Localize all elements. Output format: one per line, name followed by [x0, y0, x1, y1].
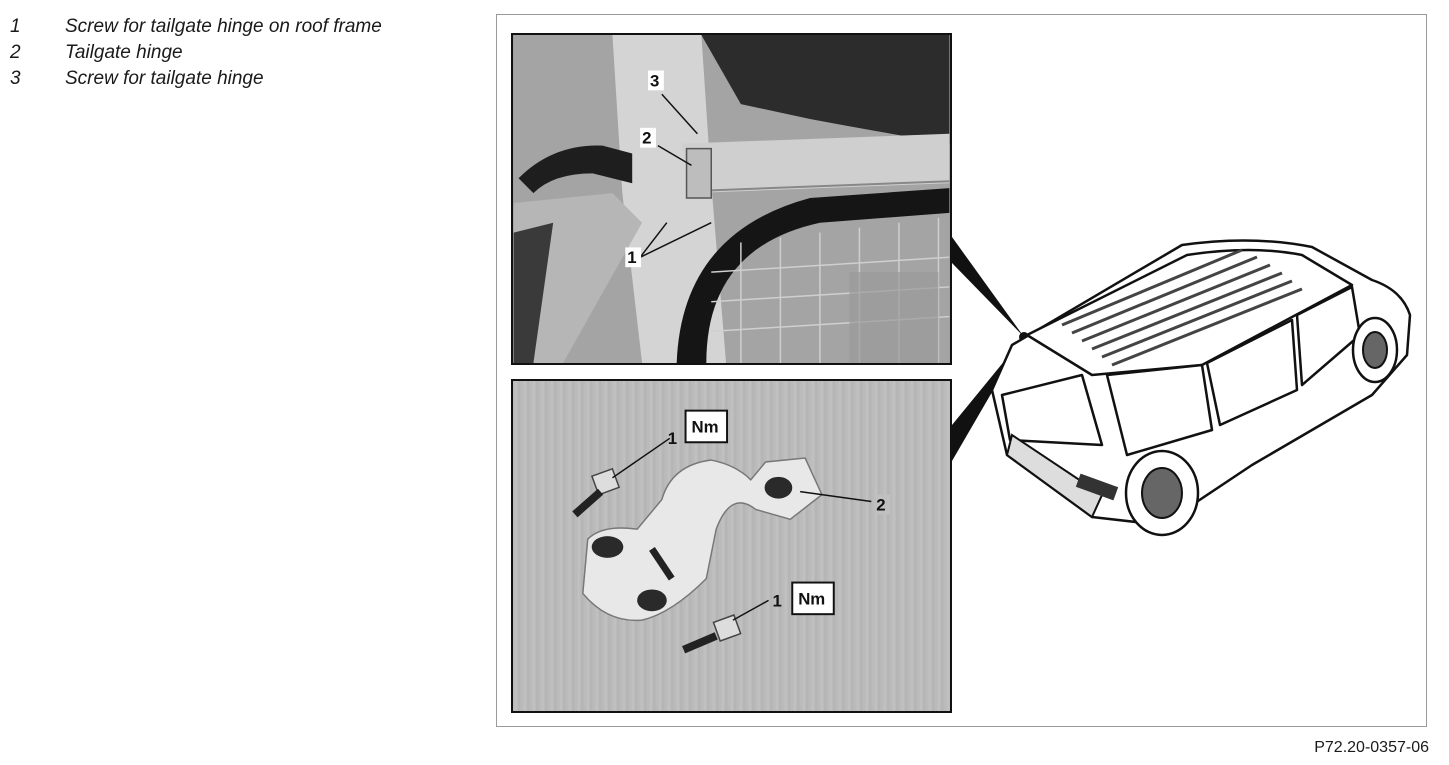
callout-2: 2	[642, 129, 651, 148]
callout-2: 2	[876, 495, 885, 514]
callout-1-lower: 1	[773, 591, 782, 610]
figure-frame: 3 2 1 1	[496, 14, 1427, 727]
vehicle-overview-illustration	[952, 225, 1428, 555]
suv-drawing	[952, 237, 1412, 537]
legend-text: Screw for tailgate hinge on roof frame	[65, 16, 382, 37]
torque-label-lower: Nm	[798, 589, 825, 608]
torque-label-upper: Nm	[691, 417, 718, 436]
legend-item: 1 Screw for tailgate hinge on roof frame	[10, 14, 382, 40]
legend-number: 3	[10, 68, 21, 89]
torque-box-lower: Nm	[791, 581, 835, 616]
callout-1: 1	[627, 248, 636, 267]
legend-number: 1	[10, 16, 21, 37]
figure-reference-code: P72.20-0357-06	[1314, 739, 1429, 756]
legend-text: Screw for tailgate hinge	[65, 68, 264, 89]
legend-text: Tailgate hinge	[65, 42, 183, 63]
legend: 1 Screw for tailgate hinge on roof frame…	[10, 14, 382, 92]
hinge-detail-photo: 1 Nm 1 Nm 2	[511, 379, 952, 713]
callout-3: 3	[650, 71, 659, 90]
hinge-location-illustration: 3 2 1	[513, 35, 950, 363]
callout-1-upper: 1	[668, 429, 677, 448]
hinge-detail-illustration: 1 Nm 1 Nm 2	[572, 409, 891, 654]
torque-box-upper: Nm	[684, 409, 729, 444]
legend-item: 2 Tailgate hinge	[10, 40, 382, 66]
legend-item: 3 Screw for tailgate hinge	[10, 66, 382, 92]
hinge-location-photo: 3 2 1	[511, 33, 952, 365]
legend-number: 2	[10, 42, 21, 63]
